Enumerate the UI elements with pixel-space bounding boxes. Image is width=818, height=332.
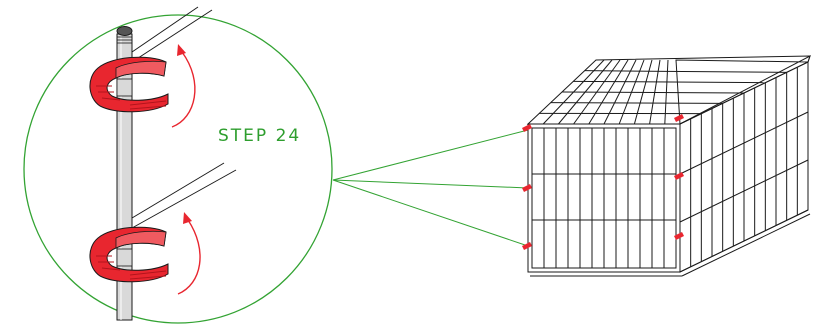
crate-clips	[522, 114, 684, 250]
crate-side-wires	[690, 67, 798, 267]
crate-top-wires	[539, 59, 787, 125]
crate-clip-icon	[522, 184, 532, 192]
crate-wire	[561, 91, 745, 94]
crate-wire	[679, 111, 809, 175]
crate-wire	[664, 59, 669, 125]
crate-wire	[550, 102, 723, 104]
callout-lines	[332, 129, 529, 247]
crate-side-rails	[679, 111, 809, 223]
rotate-arrow-upper-icon	[171, 44, 196, 128]
crate-wire-lower	[131, 162, 237, 229]
detail-view	[23, 6, 333, 324]
callout-line-middle	[332, 179, 529, 189]
crate-front-wires	[543, 128, 665, 268]
step-label: STEP 24	[218, 126, 302, 146]
crate-clip-icon	[674, 114, 684, 122]
rotate-arrow-lower-icon	[177, 212, 201, 295]
crate-clip-icon	[522, 242, 532, 250]
crate-clip-icon	[674, 172, 684, 180]
c-clip-upper-icon	[89, 56, 169, 113]
callout-line-top	[332, 129, 529, 181]
crate-wire-upper	[131, 6, 213, 63]
post-top-cap	[116, 26, 133, 36]
crate-clip-icon	[674, 232, 684, 240]
crate-front-rails	[532, 173, 676, 221]
crate-clip-icon	[522, 124, 532, 132]
crate-wire	[584, 70, 787, 73]
detail-circle	[23, 14, 333, 324]
crate-wire	[573, 80, 766, 84]
wire-crate	[526, 54, 811, 277]
crate-wire	[679, 159, 809, 223]
callout-line-bottom	[332, 179, 529, 247]
c-clip-lower-icon	[89, 226, 169, 283]
